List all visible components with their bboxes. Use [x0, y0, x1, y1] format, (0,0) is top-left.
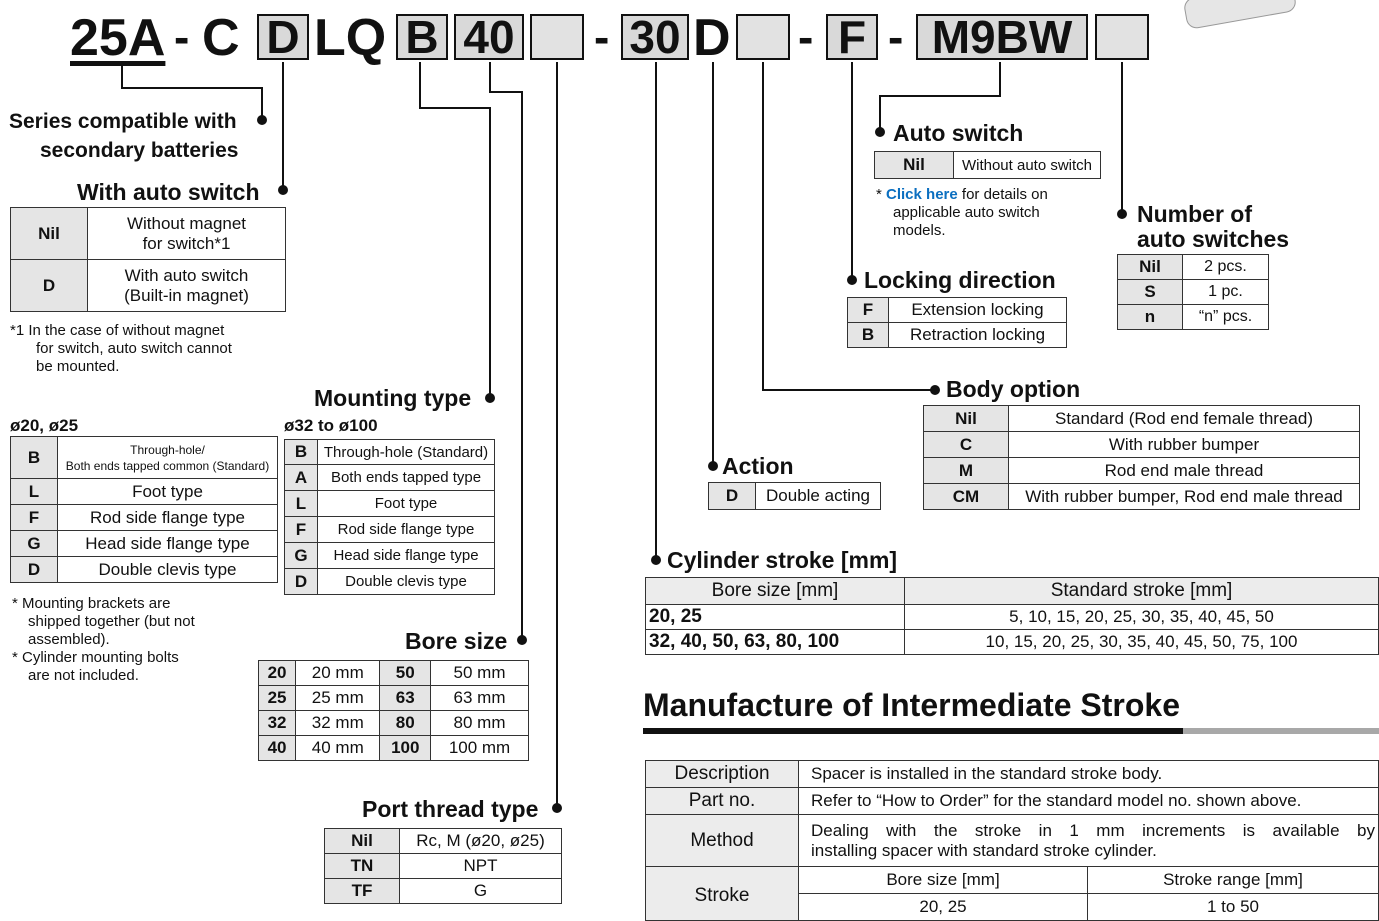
- code-bore-box: 40: [454, 14, 524, 60]
- code-lq: LQ: [314, 9, 387, 67]
- code-num-switches-box: [1095, 14, 1149, 60]
- code-action: D: [693, 9, 731, 67]
- dash: -: [594, 11, 610, 63]
- intermediate-table: Description Spacer is installed in the s…: [645, 760, 1379, 921]
- series-code: 25A: [70, 9, 166, 67]
- locking-title: Locking direction: [864, 267, 1056, 293]
- dash: -: [174, 11, 190, 63]
- with-auto-switch-note: *1 In the case of without magnet for swi…: [10, 322, 232, 375]
- bore-size-title: Bore size: [405, 628, 508, 654]
- title-underline-dark: [643, 728, 1183, 734]
- series-label: Series compatible with: [9, 110, 237, 133]
- code-port-box: [530, 14, 584, 60]
- code-lock-box: F: [826, 14, 878, 60]
- code-auto-switch-box: D: [257, 14, 309, 60]
- code-mounting-box: B: [396, 14, 448, 60]
- mounting-title: Mounting type: [314, 385, 472, 411]
- auto-switch-note: * Click here for details on applicable a…: [876, 186, 1048, 239]
- series-label-2: secondary batteries: [40, 139, 239, 162]
- cylinder-stroke-table: Bore size [mm] Standard stroke [mm] 20, …: [645, 577, 1379, 655]
- auto-switch-title: Auto switch: [893, 120, 1024, 146]
- code-body-option-box: [736, 14, 790, 60]
- dash: -: [798, 11, 814, 63]
- with-auto-switch-title: With auto switch: [77, 179, 260, 205]
- click-here-link[interactable]: Click here: [886, 186, 958, 203]
- port-thread-title: Port thread type: [362, 796, 539, 822]
- dash: -: [888, 11, 904, 63]
- title-underline-light: [1183, 728, 1379, 734]
- cylinder-stroke-title: Cylinder stroke [mm]: [667, 547, 898, 573]
- code-c: C: [202, 9, 240, 67]
- mounting-small-table: B Through-hole/Both ends tapped common (…: [10, 436, 278, 583]
- mounting-small-head: ø20, ø25: [10, 416, 79, 435]
- body-option-title: Body option: [946, 376, 1081, 402]
- num-switches-title: Number of: [1137, 201, 1252, 227]
- code-switch-box: M9BW: [916, 14, 1088, 60]
- mounting-notes: * Mounting brackets are shipped together…: [12, 595, 195, 684]
- mounting-large-head: ø32 to ø100: [284, 416, 378, 435]
- product-image-fragment: [1184, 0, 1296, 29]
- code-stroke-box: 30: [621, 14, 689, 60]
- num-switches-title-2: auto switches: [1137, 226, 1290, 252]
- action-title: Action: [722, 453, 794, 479]
- intermediate-title: Manufacture of Intermediate Stroke: [643, 687, 1180, 723]
